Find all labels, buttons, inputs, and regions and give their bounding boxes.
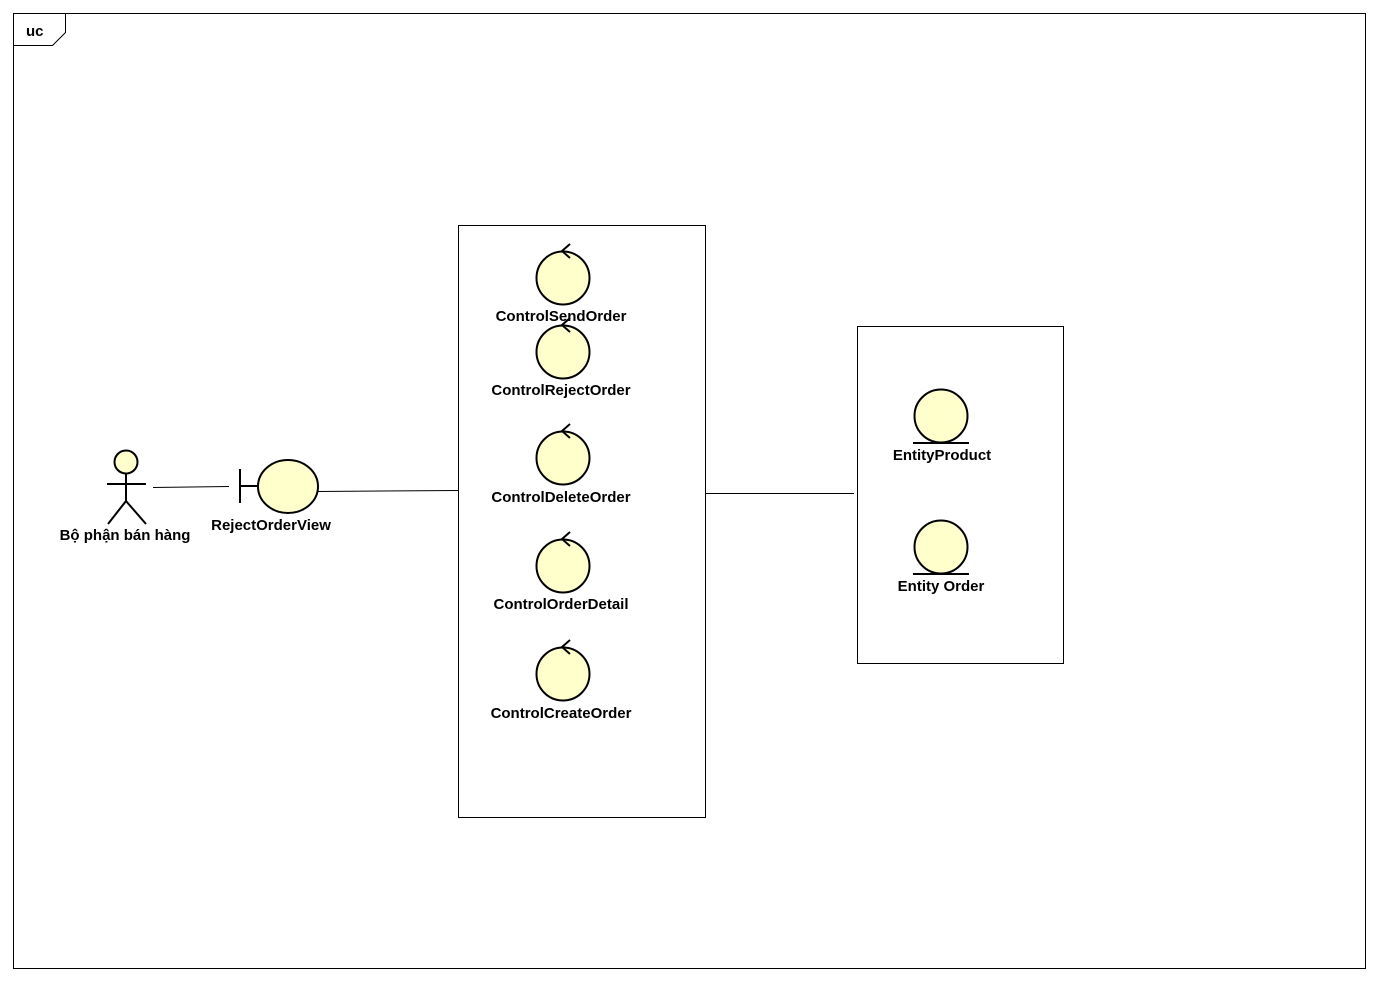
control-label: ControlRejectOrder (491, 382, 630, 399)
control-label: ControlCreateOrder (491, 705, 632, 722)
control-control-delete-order[interactable]: ControlDeleteOrder (491, 423, 631, 506)
boundary-control-link[interactable] (317, 490, 459, 492)
control-label: ControlSendOrder (496, 308, 627, 325)
entity-entity-product[interactable]: EntityProduct (893, 388, 991, 465)
entity-icon (913, 388, 969, 444)
boundary-icon (239, 459, 319, 514)
control-icon (535, 317, 591, 380)
entity-label: EntityProduct (893, 447, 991, 464)
actor-bo-phan-ban-hang[interactable]: Bộ phận bán hàng (60, 449, 191, 545)
actor-boundary-link[interactable] (152, 486, 230, 488)
control-control-create-order[interactable]: ControlCreateOrder (491, 639, 632, 722)
diagram-frame (13, 13, 1366, 969)
entity-group-box[interactable] (857, 326, 1064, 664)
stick-figure-actor-icon (107, 449, 147, 525)
frame-label: uc (26, 23, 44, 40)
control-icon (535, 531, 591, 594)
frame-tab (13, 13, 66, 46)
control-icon (535, 423, 591, 486)
controls-group: ControlSendOrder ControlRejectOrder Cont… (491, 243, 632, 722)
control-icon (535, 639, 591, 702)
boundary-reject-order-view[interactable]: RejectOrderView (211, 459, 331, 534)
control-group-box[interactable] (458, 225, 706, 818)
control-control-send-order[interactable]: ControlSendOrder (496, 243, 627, 325)
entity-entity-order[interactable]: Entity Order (898, 519, 985, 596)
control-icon (535, 243, 591, 306)
entity-icon (913, 519, 969, 575)
boundary-label: RejectOrderView (211, 517, 331, 534)
control-control-order-detail[interactable]: ControlOrderDetail (493, 531, 629, 613)
actor-label: Bộ phận bán hàng (60, 527, 191, 544)
control-label: ControlOrderDetail (493, 596, 628, 613)
control-control-reject-order[interactable]: ControlRejectOrder (491, 317, 631, 399)
entity-label: Entity Order (898, 578, 985, 595)
control-label: ControlDeleteOrder (491, 489, 630, 506)
